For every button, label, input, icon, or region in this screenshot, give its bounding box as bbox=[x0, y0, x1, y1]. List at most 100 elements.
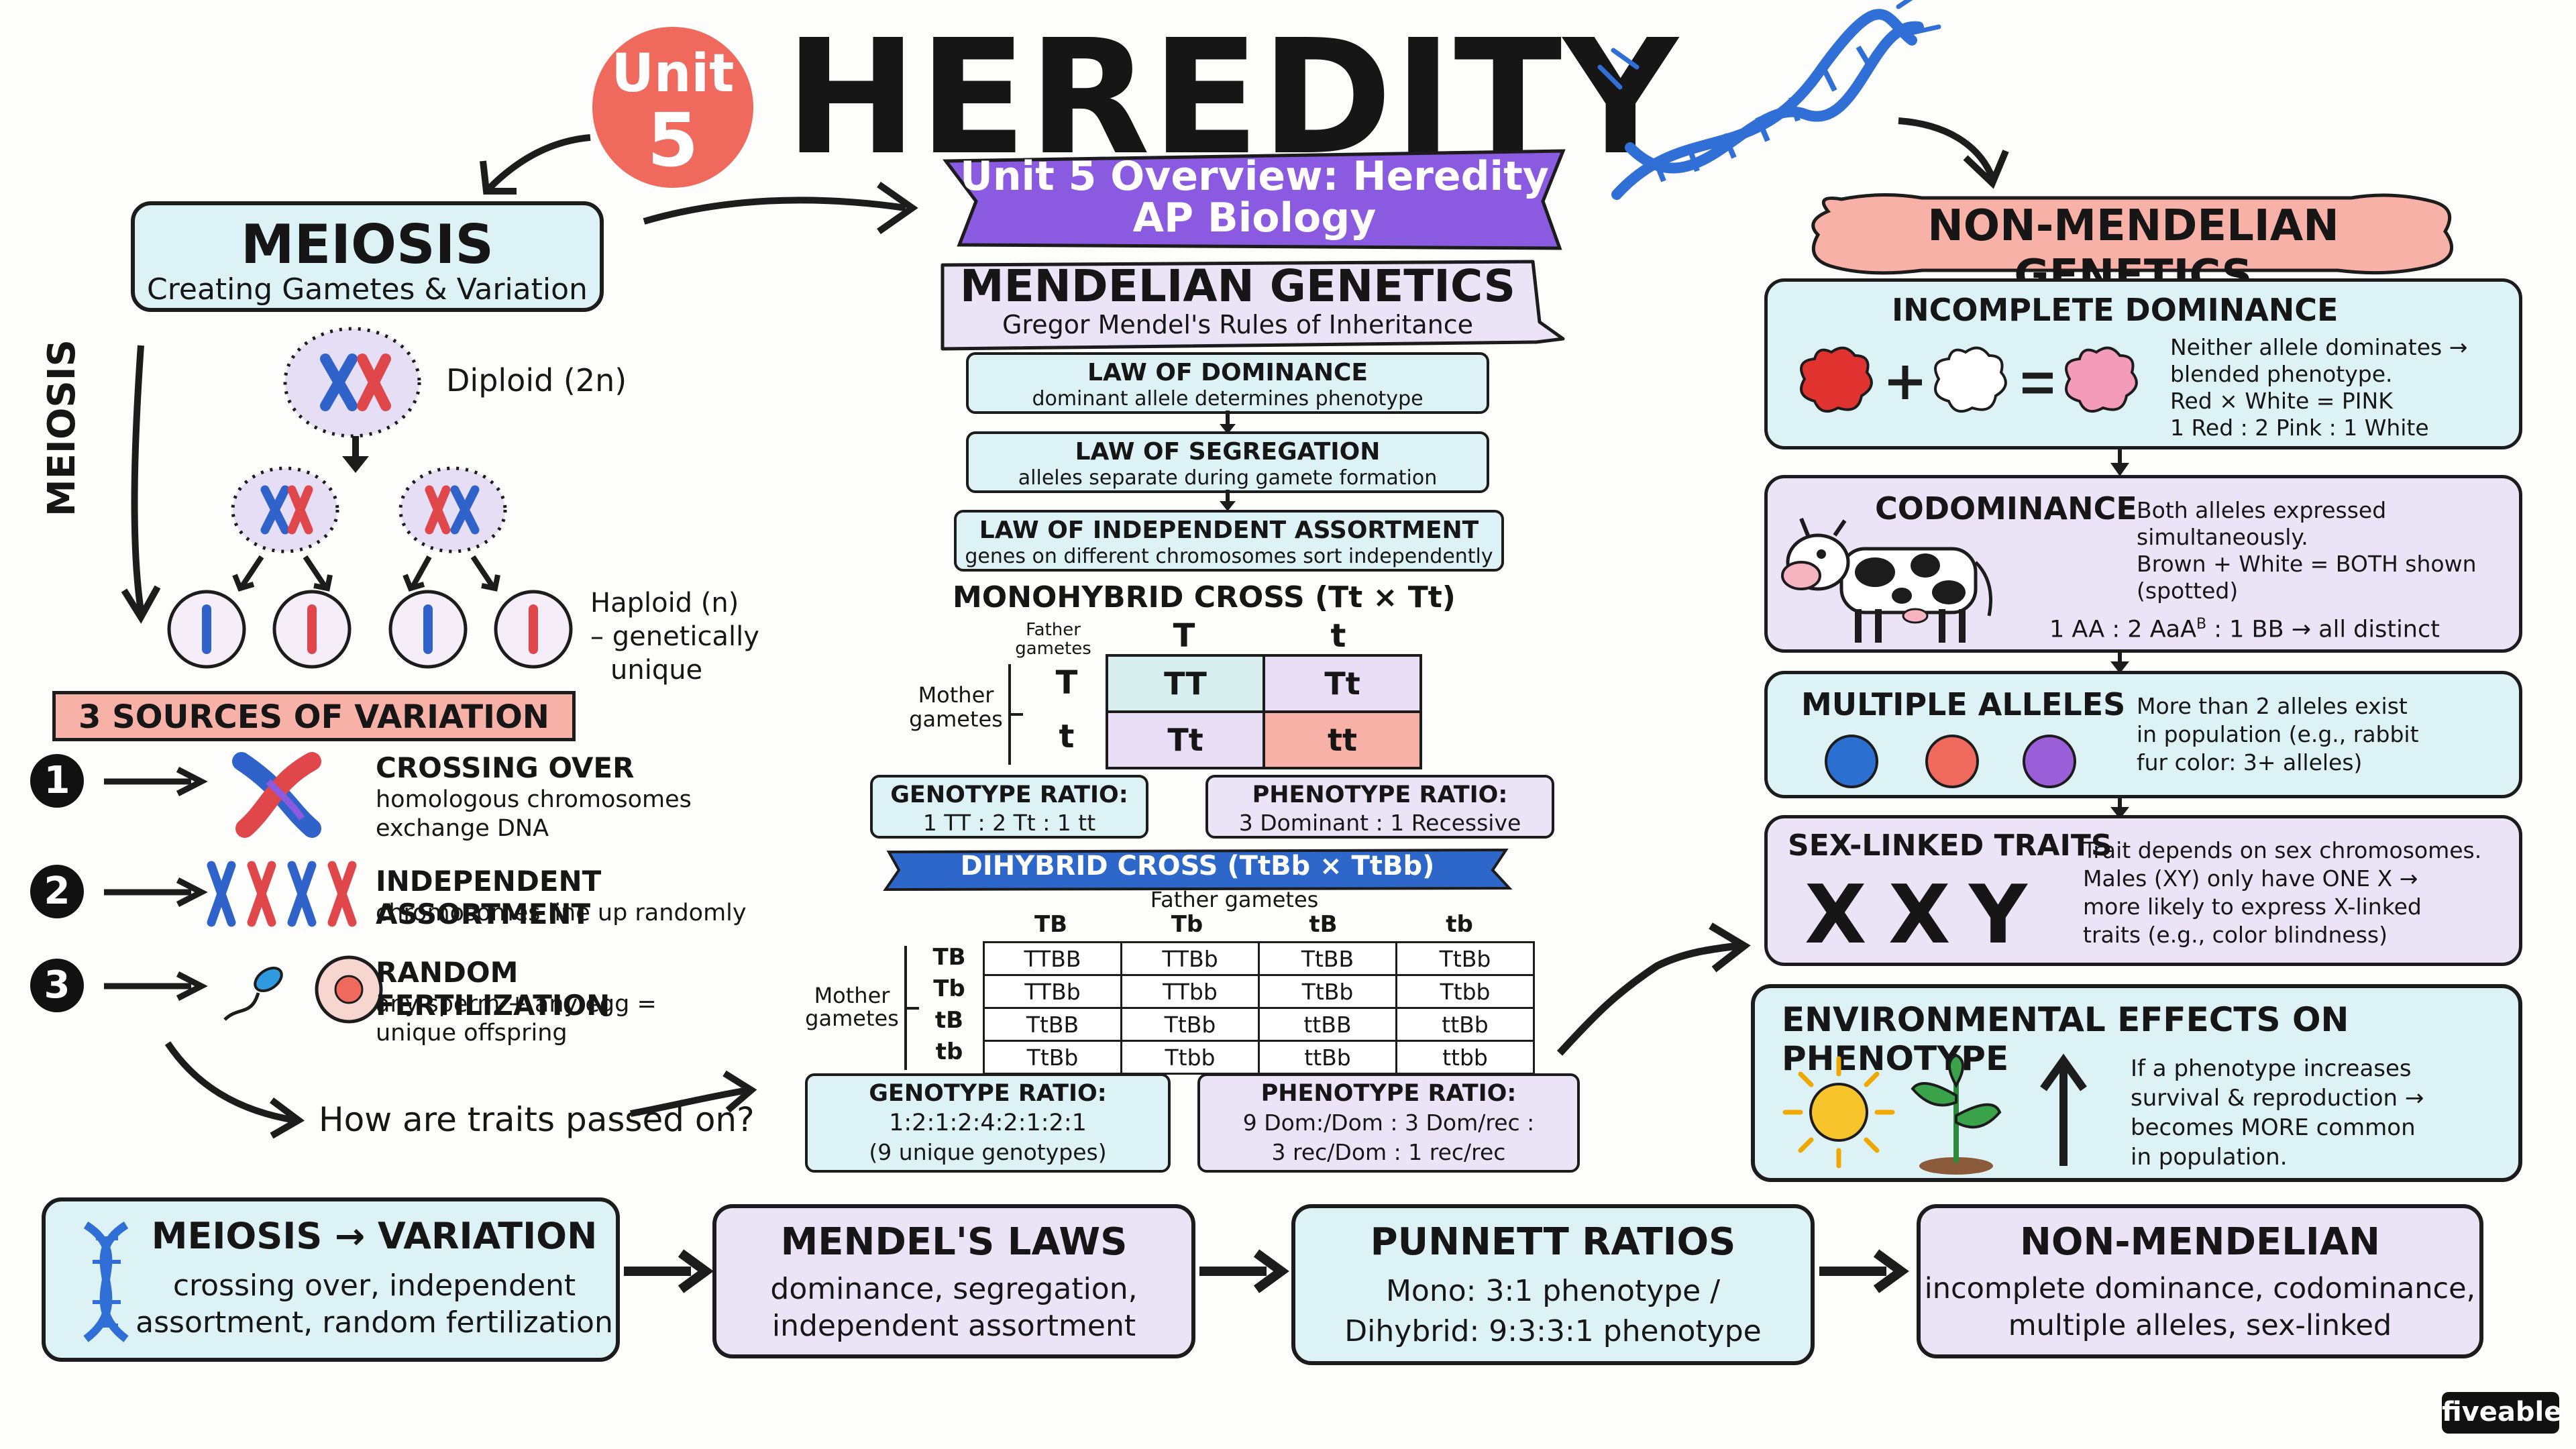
di-mother-bracket bbox=[904, 946, 919, 1070]
summary-title: MEIOSIS → VARIATION bbox=[151, 1215, 598, 1257]
di-cell: TTBb bbox=[1120, 941, 1260, 976]
di-cell: TtBb bbox=[983, 1040, 1122, 1075]
haploid-label-1: Haploid (n) bbox=[590, 588, 739, 619]
law-connector-arrows bbox=[1220, 411, 1236, 511]
di-genotype-ratio-box: GENOTYPE RATIO: 1:2:1:2:4:2:1:2:1 (9 uni… bbox=[805, 1073, 1171, 1173]
mono-col-header: t bbox=[1330, 617, 1346, 655]
summary-line: dominance, segregation, bbox=[770, 1272, 1138, 1306]
box-line: If a phenotype increases bbox=[2131, 1055, 2412, 1082]
unit-number: 5 bbox=[647, 97, 699, 183]
haploid-gametes bbox=[167, 590, 573, 669]
unit-badge: Unit 5 bbox=[592, 27, 753, 188]
box-line: Both alleles expressed bbox=[2137, 497, 2387, 523]
crossing-over-chromosome-icon bbox=[232, 752, 321, 838]
box-line: More than 2 alleles exist bbox=[2137, 693, 2408, 719]
source-item-crossing-over: 1 CROSSING OVER homologous chromosomes e… bbox=[30, 751, 755, 852]
summary-arrow bbox=[1199, 1249, 1289, 1293]
summary-mendels-laws-box: MENDEL'S LAWS dominance, segregation, in… bbox=[712, 1204, 1195, 1358]
dihybrid-title: DIHYBRID CROSS (TtBb × TtBb) bbox=[960, 851, 1435, 881]
box-line: Red × White = PINK bbox=[2170, 388, 2393, 414]
source-item-random-fertilization: 3 RANDOM FERTILIZATION any sperm + any e… bbox=[30, 955, 755, 1057]
di-cell: ttbb bbox=[1395, 1040, 1535, 1075]
ratio-value: 3 rec/Dom : 1 rec/rec bbox=[1271, 1139, 1506, 1165]
fiveable-logo: fiveable bbox=[2442, 1392, 2562, 1434]
question-to-mendel-arrow bbox=[630, 1070, 757, 1117]
di-cell: ttBB bbox=[1258, 1007, 1397, 1042]
di-cell: ttBb bbox=[1395, 1007, 1535, 1042]
mono-genotype-ratio-box: GENOTYPE RATIO: 1 TT : 2 Tt : 1 tt bbox=[870, 775, 1148, 839]
cow-icon bbox=[1781, 517, 1992, 643]
nm-connector-arrow bbox=[2110, 795, 2129, 819]
di-col-header: tB bbox=[1309, 911, 1338, 938]
ratio-title: PHENOTYPE RATIO: bbox=[1260, 1080, 1517, 1107]
diploid-down-arrow bbox=[342, 436, 369, 473]
box-line: Neither allele dominates → bbox=[2170, 334, 2468, 360]
summary-arrow bbox=[624, 1249, 714, 1293]
non-mendelian-header-cloud bbox=[1811, 193, 2453, 275]
box-line: in population. bbox=[2131, 1144, 2288, 1171]
di-cell: TtBB bbox=[983, 1007, 1122, 1042]
source-desc-2: exchange DNA bbox=[376, 815, 549, 842]
daughter-cell-left bbox=[231, 466, 339, 553]
summary-line: crossing over, independent bbox=[172, 1269, 576, 1303]
dihybrid-punnett-square: TTBB TTBb TtBB TtBb TTBb TTbb TtBb Ttbb … bbox=[983, 941, 1535, 1075]
nm-connector-arrow bbox=[2110, 446, 2129, 476]
box-line: becomes MORE common bbox=[2131, 1114, 2416, 1141]
di-col-header: TB bbox=[1034, 911, 1068, 938]
summary-arrow bbox=[1819, 1249, 1909, 1293]
ratio-title: GENOTYPE RATIO: bbox=[890, 782, 1128, 808]
di-cell: Ttbb bbox=[1395, 974, 1535, 1009]
box-line: in population (e.g., rabbit bbox=[2137, 721, 2419, 747]
source-desc-1: homologous chromosomes bbox=[376, 786, 692, 813]
diploid-label: Diploid (2n) bbox=[446, 362, 627, 398]
banner-line1: Unit 5 Overview: Heredity bbox=[960, 153, 1549, 200]
sex-linked-traits-box: SEX-LINKED TRAITS X X Y Trait depends on… bbox=[1764, 815, 2522, 966]
ratio-title: GENOTYPE RATIO: bbox=[869, 1080, 1107, 1107]
meiosis-to-overview-arrow bbox=[643, 181, 918, 235]
source-number-badge: 2 bbox=[30, 865, 84, 918]
di-phenotype-ratio-box: PHENOTYPE RATIO: 9 Dom:/Dom : 3 Dom/rec … bbox=[1197, 1073, 1580, 1173]
summary-line: independent assortment bbox=[771, 1309, 1136, 1343]
mono-cell: tt bbox=[1263, 710, 1422, 769]
di-father-gametes: Father gametes bbox=[1150, 887, 1319, 912]
box-title: CODOMINANCE bbox=[1875, 490, 2137, 527]
di-mother-gametes: Mother gametes bbox=[805, 983, 899, 1031]
law-desc: genes on different chromosomes sort inde… bbox=[965, 545, 1493, 568]
environmental-effects-box: ENVIRONMENTAL EFFECTS ON PHENOTYPE If a … bbox=[1751, 984, 2522, 1182]
box-title: INCOMPLETE DOMINANCE bbox=[1892, 292, 2339, 328]
source-desc-2: unique offspring bbox=[376, 1020, 568, 1046]
sources-title-box: 3 SOURCES OF VARIATION bbox=[52, 691, 576, 741]
diploid-cell bbox=[283, 327, 421, 438]
box-line: Brown + White = BOTH shown bbox=[2137, 551, 2477, 577]
codominance-box: CODOMINANCE Both alleles expressed simul… bbox=[1764, 475, 2522, 653]
box-line: 1 Red : 2 Pink : 1 White bbox=[2170, 415, 2429, 441]
box-line: Trait depends on sex chromosomes. bbox=[2083, 837, 2482, 863]
di-col-header: Tb bbox=[1171, 911, 1203, 938]
dihybrid-banner bbox=[883, 848, 1513, 892]
ratio-superscript: B bbox=[2196, 616, 2207, 633]
haploid-label-2: – genetically bbox=[590, 621, 759, 652]
nm-connector-arrow bbox=[2110, 649, 2129, 674]
summary-line: Dihybrid: 9:3:3:1 phenotype bbox=[1344, 1314, 1762, 1348]
law-independent-assortment-box: LAW OF INDEPENDENT ASSORTMENT genes on d… bbox=[954, 510, 1504, 572]
di-cell: TTBB bbox=[983, 941, 1122, 976]
source-desc-1: chromosomes line up randomly bbox=[376, 900, 747, 926]
sun-icon bbox=[1782, 1056, 1895, 1169]
mono-cell: Tt bbox=[1263, 654, 1422, 713]
summary-line: multiple alleles, sex-linked bbox=[2008, 1309, 2392, 1342]
unit-to-meiosis-arrow bbox=[480, 134, 591, 195]
mono-col-header: T bbox=[1173, 617, 1195, 655]
box-line: traits (e.g., color blindness) bbox=[2083, 922, 2387, 948]
box-title: SEX-LINKED TRAITS bbox=[1788, 828, 2112, 863]
di-cell: TtBB bbox=[1258, 941, 1397, 976]
mendel-to-nonmendel-arrow bbox=[1556, 922, 1751, 1056]
mendelian-subtitle: Gregor Mendel's Rules of Inheritance bbox=[1002, 310, 1474, 339]
codominance-ratio: 1 AA : 2 AaAB : 1 BB → all distinct bbox=[2049, 616, 2440, 643]
ratio-value: 1 TT : 2 Tt : 1 tt bbox=[922, 810, 1096, 836]
summary-title: PUNNETT RATIOS bbox=[1370, 1220, 1736, 1264]
ratio-start: 1 AA : 2 AaA bbox=[2049, 616, 2197, 643]
daughter-cell-right bbox=[398, 466, 507, 553]
law-dominance-box: LAW OF DOMINANCE dominant allele determi… bbox=[966, 352, 1489, 414]
overview-banner bbox=[943, 149, 1566, 250]
question-text: How are traits passed on? bbox=[319, 1100, 755, 1139]
